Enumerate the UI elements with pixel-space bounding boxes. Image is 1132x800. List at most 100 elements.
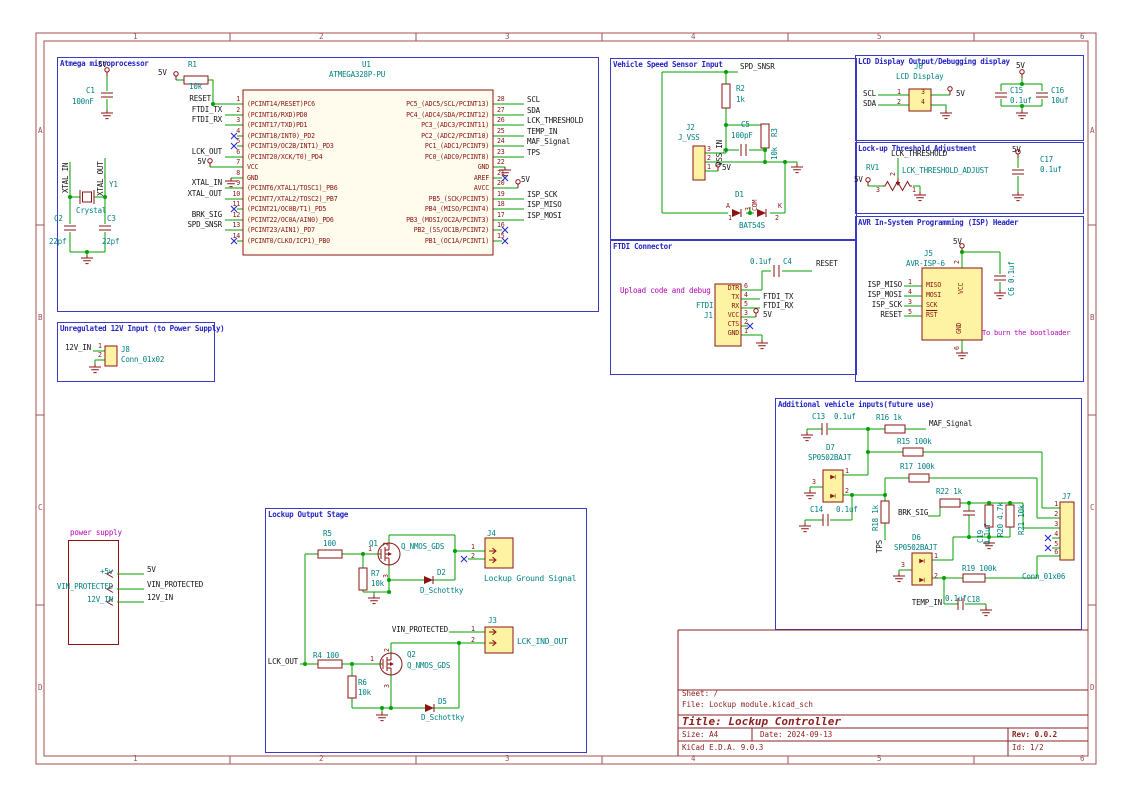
additional-vehicle-inputs-label: 0.1uf [945, 594, 967, 603]
atmega-microprocessor-label: LCK_THRESHOLD [527, 116, 584, 125]
power-supply-label: VIN_PROTECTED [147, 580, 204, 589]
atmega-microprocessor-label: (PCINT19/OC2B/INT1)_PD3 [247, 142, 334, 150]
avr-isp-header-label: ISP_MOSI [867, 290, 902, 299]
frame-column-bottom: 3 [505, 754, 510, 763]
atmega-microprocessor-label: PB2_(SS/OC1B/PCINT2) [413, 226, 490, 234]
avr-isp-header-label: To burn the bootloader [982, 329, 1071, 337]
vehicle-speed-sensor-input-label: 2 [775, 214, 779, 222]
atmega-microprocessor-label: (PCINT16/RXD)PD0 [247, 111, 308, 119]
additional-vehicle-inputs-label: 3 [1054, 520, 1058, 528]
titleblock-title: Title: Lockup Controller [682, 715, 841, 728]
avr-isp-header-label: 3 [908, 298, 912, 306]
titleblock-size: Size: A4 [682, 730, 719, 739]
atmega-microprocessor-label: RESET [189, 94, 211, 103]
ftdi-connector-label: 3 [744, 309, 748, 317]
lockup-threshold-adjustment-label: 5V [1012, 145, 1021, 154]
frame-column-top: 6 [1080, 32, 1085, 41]
atmega-microprocessor-label: PC2_(ADC2/PCINT10) [421, 132, 489, 140]
atmega-microprocessor-label: 5V [98, 60, 107, 69]
atmega-microprocessor-label: 28 [497, 95, 505, 103]
additional-vehicle-inputs-label: C14 [810, 505, 823, 514]
atmega-microprocessor-label: AVCC [473, 184, 489, 192]
lockup-output-stage-label: 2 [471, 552, 475, 560]
ftdi-connector-title: FTDI Connector [613, 242, 673, 251]
ftdi-connector-label: TX [731, 293, 739, 301]
frame-row-right: D [1090, 683, 1095, 692]
avr-isp-header-label: MOSI [926, 291, 942, 299]
lcd-display-output-label: SDA [863, 99, 876, 108]
atmega-microprocessor-label: C3 [107, 214, 116, 223]
vehicle-speed-sensor-input-label: 5V [722, 163, 731, 172]
frame-column-top: 2 [319, 32, 324, 41]
ftdi-connector-label: 0.1uf [750, 257, 772, 266]
atmega-microprocessor-label: Y1 [109, 180, 118, 189]
atmega-microprocessor-label: PC5_(ADC5/SCL/PCINT13) [406, 100, 489, 108]
atmega-microprocessor-label: 11 [232, 200, 240, 208]
atmega-microprocessor-label: 5V [521, 175, 530, 184]
additional-vehicle-inputs-label: D7 [826, 443, 835, 452]
vehicle-speed-sensor-input-label: C5 [741, 120, 750, 129]
additional-vehicle-inputs-label: 6 [1054, 548, 1058, 556]
atmega-microprocessor-label: PB3_(MOSI/OC2A/PCINT3) [406, 216, 489, 224]
atmega-microprocessor-label: 6 [236, 148, 240, 156]
atmega-microprocessor-label: C2 [54, 214, 63, 223]
unregulated-12v-input-label: 12V_IN [65, 343, 91, 352]
lockup-output-stage-label: 1 [471, 543, 475, 551]
atmega-microprocessor-label: 21 [497, 169, 505, 177]
avr-isp-header-label: ISP_MISO [867, 280, 902, 289]
ftdi-connector-label: 1 [744, 327, 748, 335]
titleblock-date: Date: 2024-09-13 [760, 730, 833, 739]
ftdi-connector-label: GND [727, 329, 740, 337]
avr-isp-header-label: 1 [908, 278, 912, 286]
ftdi-connector-label: FTDI [696, 301, 714, 310]
frame-column-top: 1 [133, 32, 138, 41]
additional-vehicle-inputs-label: SP0502BAJT [894, 543, 938, 552]
lockup-threshold-adjustment-block: Lock-up Threshold Adjustment [855, 142, 1084, 214]
atmega-microprocessor-label: 22 [497, 158, 505, 166]
additional-vehicle-inputs-label: D6 [912, 533, 921, 542]
atmega-microprocessor-label: Crystal [76, 206, 107, 215]
unregulated-12v-input-label: 2 [98, 351, 102, 359]
atmega-microprocessor-label: 3 [236, 116, 240, 124]
lockup-output-stage-label: D_Schottky [421, 713, 465, 722]
vehicle-speed-sensor-input-label: 100pF [731, 131, 753, 140]
atmega-microprocessor-label: (PCINT18/INT0)_PD2 [247, 132, 315, 140]
power-supply-label: 12V_IN [147, 593, 173, 602]
additional-vehicle-inputs-label: R19 100k [962, 564, 997, 573]
avr-isp-header-label: RST [926, 311, 938, 319]
atmega-microprocessor-label: (PCINT0/CLKO/ICP1)_PB0 [247, 237, 330, 245]
atmega-microprocessor-label: GND [477, 163, 490, 171]
lockup-output-stage-label: R5 [323, 529, 332, 538]
additional-vehicle-inputs-label: C18 [967, 595, 980, 604]
avr-isp-header-block: AVR In-System Programming (ISP) Header [855, 216, 1084, 382]
titleblock-app: KiCad E.D.A. 9.0.3 [682, 743, 764, 752]
atmega-microprocessor-label: 10 [232, 190, 240, 198]
lockup-threshold-adjustment-label: C17 [1040, 155, 1053, 164]
atmega-microprocessor-label: 5 [236, 137, 240, 145]
vehicle-speed-sensor-input-label: SPD_SNSR [740, 62, 775, 71]
additional-vehicle-inputs-label: R16 1k [876, 413, 902, 422]
vss-graphics [661, 70, 804, 218]
lockup-graphics [300, 534, 514, 722]
threshold-graphics [865, 149, 1025, 202]
ftdi-connector-label: 6 [744, 282, 748, 290]
ftdi-connector-block: FTDI Connector [610, 240, 857, 375]
additional-vehicle-inputs-label: 2 [845, 487, 849, 495]
frame-column-top: 4 [691, 32, 696, 41]
atmega-microprocessor-label: ISP_SCK [527, 190, 558, 199]
atmega-microprocessor-label: SPD_SNSR [187, 220, 222, 229]
atmega-microprocessor-label: (PCINT17/TXD)PD1 [247, 121, 308, 129]
atmega-microprocessor-label: 27 [497, 106, 505, 114]
atmega-microprocessor-label: PC0_(ADC0/PCINT8) [424, 153, 489, 161]
frame-row-left: B [38, 313, 43, 322]
lockup-output-stage-label: R6 [358, 678, 367, 687]
additional-vehicle-inputs-label: C13 [812, 412, 825, 421]
titleblock-file: File: Lockup module.kicad_sch [682, 700, 813, 709]
additional-vehicle-inputs-label: 1 [1054, 500, 1058, 508]
atmega-microprocessor-label: FTDI_TX [191, 105, 222, 114]
vehicle-speed-sensor-input-block: Vehicle Speed Sensor Input [610, 58, 857, 240]
additional-vehicle-inputs-label: 0.1uf [834, 412, 856, 421]
